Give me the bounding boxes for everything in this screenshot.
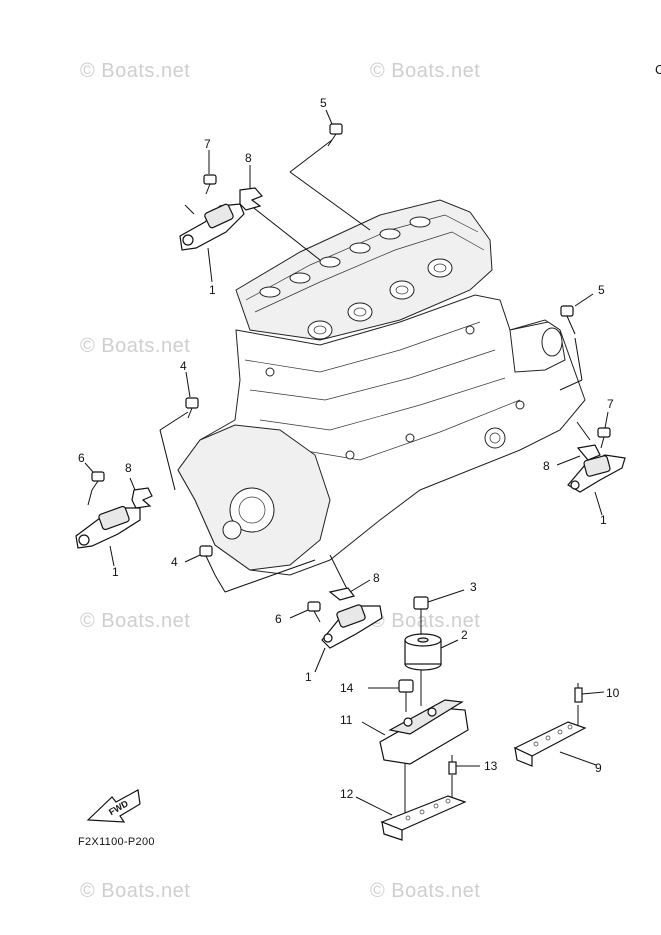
mount-1-bottom bbox=[314, 604, 383, 673]
engine-block bbox=[177, 199, 586, 576]
bolt-3 bbox=[413, 589, 465, 628]
bolt-7-right bbox=[597, 411, 611, 449]
callout-1: 1 bbox=[112, 565, 119, 579]
clip-8-top bbox=[239, 165, 264, 211]
bolt-5-top bbox=[325, 109, 343, 147]
diagram-code: F2X1100-P200 bbox=[78, 836, 155, 848]
watermark: © Boats.net bbox=[80, 335, 191, 357]
callout-4: 4 bbox=[171, 555, 178, 569]
callout-6: 6 bbox=[275, 612, 282, 626]
callout-5: 5 bbox=[320, 96, 327, 110]
callout-7: 7 bbox=[204, 137, 211, 151]
edge-mark: C bbox=[655, 62, 661, 77]
bracket-9 bbox=[513, 721, 597, 767]
watermark: © Boats.net bbox=[80, 880, 191, 902]
mount-1-top-left bbox=[179, 203, 245, 283]
callout-5: 5 bbox=[598, 283, 605, 297]
callout-8: 8 bbox=[125, 461, 132, 475]
callout-14: 14 bbox=[340, 681, 354, 695]
callout-1: 1 bbox=[600, 513, 607, 527]
clip-8-right bbox=[556, 444, 601, 466]
bracket-12 bbox=[355, 795, 467, 841]
leader-lines bbox=[87, 139, 591, 820]
watermark: © Boats.net bbox=[80, 60, 191, 82]
callout-7: 7 bbox=[607, 397, 614, 411]
callout-10: 10 bbox=[606, 686, 620, 700]
watermark: © Boats.net bbox=[370, 610, 481, 632]
callout-11: 11 bbox=[340, 713, 353, 727]
bolt-4-lower bbox=[184, 545, 216, 576]
callout-8: 8 bbox=[543, 459, 550, 473]
mount-1-right bbox=[567, 454, 626, 516]
callout-8: 8 bbox=[373, 571, 380, 585]
bolt-6-bottom bbox=[289, 601, 321, 623]
base-mount-11 bbox=[361, 699, 469, 765]
callout-1: 1 bbox=[209, 283, 216, 297]
clip-8-left bbox=[129, 477, 153, 509]
callout-3: 3 bbox=[470, 580, 477, 594]
callout-9: 9 bbox=[595, 761, 602, 775]
callout-6: 6 bbox=[78, 451, 85, 465]
watermark: © Boats.net bbox=[80, 610, 191, 632]
callout-12: 12 bbox=[340, 787, 354, 801]
callout-4: 4 bbox=[180, 359, 187, 373]
damper-2 bbox=[404, 633, 459, 671]
bolt-5-right bbox=[560, 293, 594, 335]
stud-13 bbox=[448, 755, 480, 775]
watermark: © Boats.net bbox=[370, 880, 481, 902]
mount-1-left bbox=[75, 505, 141, 567]
callout-1: 1 bbox=[305, 670, 312, 684]
callout-2: 2 bbox=[461, 628, 468, 642]
bolt-4-upper bbox=[185, 371, 199, 419]
callout-13: 13 bbox=[484, 759, 498, 773]
bolt-7-top bbox=[203, 150, 217, 195]
bolt-14 bbox=[368, 679, 414, 700]
watermark: © Boats.net bbox=[370, 60, 481, 82]
clip-8-bottom bbox=[328, 579, 371, 601]
bolt-6-left bbox=[84, 462, 105, 491]
fwd-arrow-icon bbox=[86, 789, 141, 823]
stud-10 bbox=[574, 683, 605, 703]
callout-8: 8 bbox=[245, 151, 252, 165]
